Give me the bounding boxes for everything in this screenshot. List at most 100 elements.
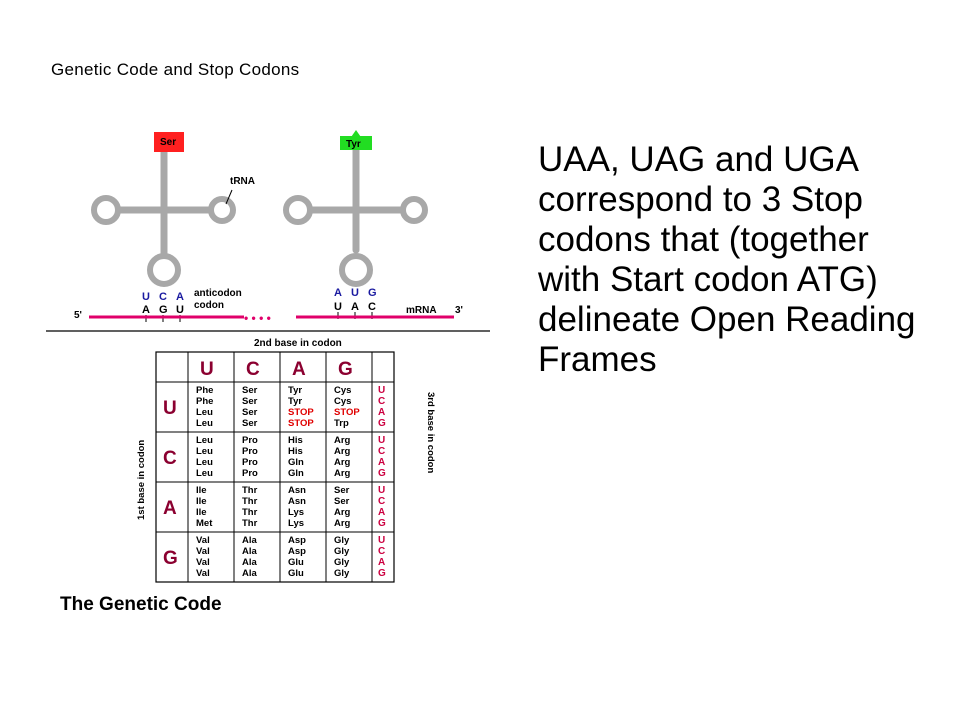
codon-cell-1-1-0: Pro: [242, 435, 258, 446]
codon-cell-3-2-2: Glu: [288, 557, 304, 568]
codon-cell-0-2-1: Tyr: [288, 396, 302, 407]
second-base-G: G: [338, 359, 353, 380]
codon-cell-1-0-3: Leu: [196, 468, 213, 479]
codon-cell-1-3-3: Arg: [334, 468, 351, 479]
codon-cell-3-1-0: Ala: [242, 535, 258, 546]
first-base-A: A: [163, 498, 177, 519]
codon-cell-0-3-1: Cys: [334, 396, 351, 407]
mrna-label: mRNA: [406, 305, 437, 316]
trna-right: [304, 146, 408, 254]
third-base-1-3: G: [378, 468, 386, 479]
codon-cell-1-1-2: Pro: [242, 457, 258, 468]
third-base-1-0: U: [378, 435, 385, 446]
codon-cell-2-3-1: Ser: [334, 496, 350, 507]
codon-cell-1-2-1: His: [288, 446, 303, 457]
codon-cell-3-0-1: Val: [196, 546, 210, 557]
codon-cell-2-0-1: Ile: [196, 496, 207, 507]
codon-cell-1-0-2: Leu: [196, 457, 213, 468]
first-base-G: G: [163, 548, 178, 569]
right-anticodon-base-2: G: [368, 287, 377, 299]
third-base-1-2: A: [378, 457, 385, 468]
left-anticodon-base-1: C: [159, 291, 167, 303]
codon-cell-0-2-2: STOP: [288, 407, 314, 418]
codon-cell-0-0-0: Phe: [196, 385, 213, 396]
second-base-U: U: [200, 359, 214, 380]
codon-cell-2-2-0: Asn: [288, 485, 306, 496]
figure-caption: The Genetic Code: [60, 594, 222, 615]
codon-cell-3-1-2: Ala: [242, 557, 258, 568]
third-base-3-1: C: [378, 546, 385, 557]
second-base-A: A: [292, 359, 306, 380]
codon-cell-3-3-1: Gly: [334, 546, 350, 557]
trna-left-loops: [91, 195, 236, 287]
codon-cell-3-1-1: Ala: [242, 546, 258, 557]
codon-cell-0-0-1: Phe: [196, 396, 213, 407]
codon-cell-3-2-1: Asp: [288, 546, 306, 557]
codon-cell-3-1-3: Ala: [242, 568, 258, 579]
ser-box: [154, 132, 184, 152]
codon-cell-0-3-2: STOP: [334, 407, 360, 418]
codon-right-base-2: C: [368, 301, 376, 313]
codon-cell-1-2-0: His: [288, 435, 303, 446]
codon-cell-0-1-1: Ser: [242, 396, 258, 407]
anticodon-label: anticodon: [194, 288, 242, 299]
codon-cell-0-0-2: Leu: [196, 407, 213, 418]
five-prime-label: 5': [74, 310, 82, 321]
third-base-2-1: C: [378, 496, 385, 507]
three-prime-label: 3': [455, 305, 463, 316]
codon-cell-2-3-0: Ser: [334, 485, 350, 496]
codon-cell-0-2-0: Tyr: [288, 385, 302, 396]
trna-right-loops: [283, 195, 428, 287]
codon-right-base-1: A: [351, 301, 359, 313]
codon-left-base-1: G: [159, 304, 168, 316]
codon-cell-2-0-3: Met: [196, 518, 213, 529]
codon-cell-2-0-2: Ile: [196, 507, 207, 518]
left-anticodon-base-2: A: [176, 291, 184, 303]
codon-cell-2-2-1: Asn: [288, 496, 306, 507]
third-base-3-0: U: [378, 535, 385, 546]
third-base-1-1: C: [378, 446, 385, 457]
codon-left-base-2: U: [176, 304, 184, 316]
right-anticodon-base-0: A: [334, 287, 342, 299]
trna-left: [112, 140, 216, 262]
second-base-C: C: [246, 359, 260, 380]
third-base-3-3: G: [378, 568, 386, 579]
second-base-label: 2nd base in codon: [254, 338, 342, 349]
codon-cell-1-2-2: Gln: [288, 457, 304, 468]
codon-cell-2-3-2: Arg: [334, 507, 351, 518]
third-base-0-0: U: [378, 385, 385, 396]
codon-cell-0-3-3: Trp: [334, 418, 349, 429]
codon-cell-1-3-2: Arg: [334, 457, 351, 468]
third-base-0-2: A: [378, 407, 385, 418]
codon-cell-2-0-0: Ile: [196, 485, 207, 496]
tyr-label: Tyr: [346, 139, 361, 150]
codon-cell-3-2-0: Asp: [288, 535, 306, 546]
codon-right-base-0: U: [334, 301, 342, 313]
third-base-0-1: C: [378, 396, 385, 407]
codon-cell-3-0-2: Val: [196, 557, 210, 568]
codon-cell-3-3-3: Gly: [334, 568, 350, 579]
slide-title: Genetic Code and Stop Codons: [51, 60, 300, 79]
codon-cell-3-2-3: Glu: [288, 568, 304, 579]
ser-label: Ser: [160, 137, 176, 148]
third-base-0-3: G: [378, 418, 386, 429]
codon-cell-1-1-1: Pro: [242, 446, 258, 457]
codon-cell-0-3-0: Cys: [334, 385, 351, 396]
third-base-2-2: A: [378, 507, 385, 518]
codon-cell-3-3-0: Gly: [334, 535, 350, 546]
codon-cell-2-1-1: Thr: [242, 496, 258, 507]
codon-cell-3-0-3: Val: [196, 568, 210, 579]
codon-cell-3-3-2: Gly: [334, 557, 350, 568]
codon-cell-1-3-0: Arg: [334, 435, 351, 446]
codon-cell-0-1-2: Ser: [242, 407, 258, 418]
codon-label: codon: [194, 300, 224, 311]
right-anticodon-base-1: U: [351, 287, 359, 299]
slide-body-text: UAA, UAG and UGA correspond to 3 Stop co…: [538, 140, 916, 379]
codon-cell-0-0-3: Leu: [196, 418, 213, 429]
trna-label: tRNA: [230, 176, 255, 187]
codon-cell-1-1-3: Pro: [242, 468, 258, 479]
codon-cell-0-2-3: STOP: [288, 418, 314, 429]
